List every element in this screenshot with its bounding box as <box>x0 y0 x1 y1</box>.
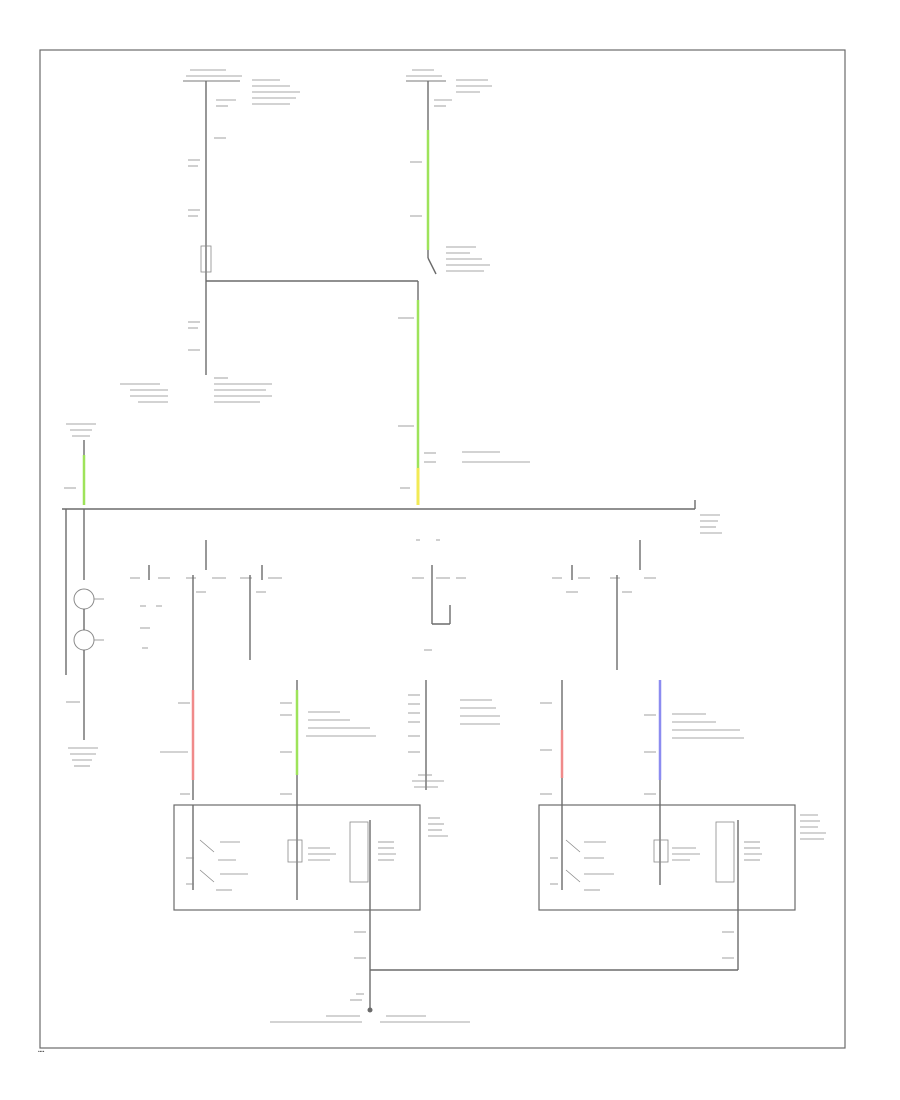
main-bus <box>62 500 722 534</box>
lamp-icon-1 <box>73 588 95 610</box>
lower-wiring <box>160 680 744 805</box>
left-module-box <box>173 804 448 911</box>
left-power-feed <box>120 69 300 403</box>
ground-point-icon <box>367 1007 373 1013</box>
diagram-frame <box>39 49 846 1049</box>
right-power-feed <box>206 69 530 505</box>
page-tag: •••• <box>38 1049 45 1054</box>
left-ground-branch <box>64 423 96 505</box>
right-module-box <box>538 804 826 911</box>
lamp-icon-2 <box>73 629 95 651</box>
lamp-branch <box>65 509 104 767</box>
switch-array <box>130 539 656 800</box>
bottom-ground <box>270 910 739 1023</box>
